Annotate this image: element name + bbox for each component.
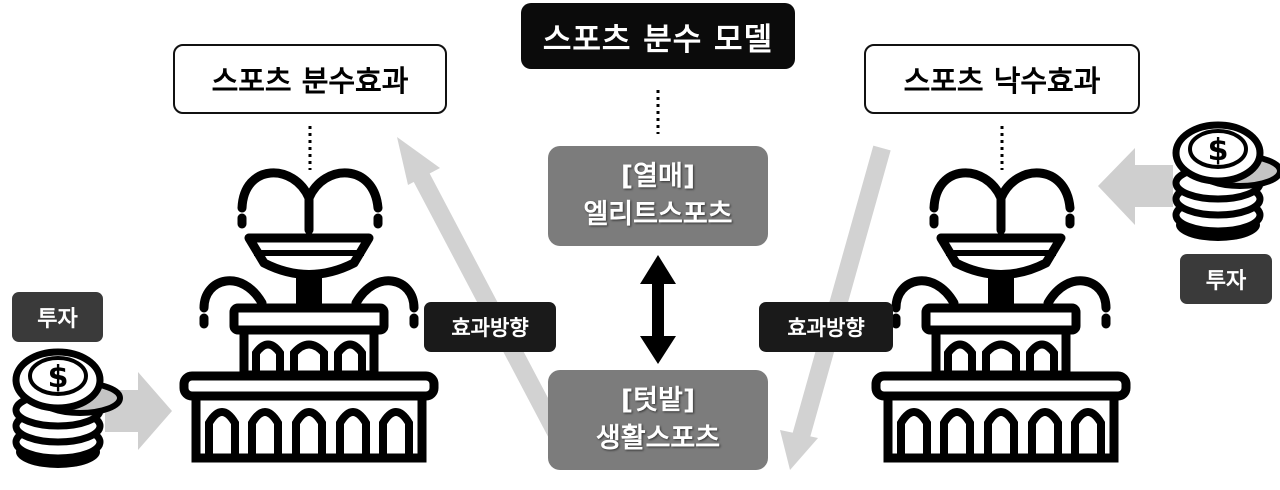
grassroots-sports-line2: 생활스포츠 xyxy=(595,423,721,454)
left-invest-arrow xyxy=(105,372,172,450)
grassroots-sports-box: [텃밭] 생활스포츠 xyxy=(548,370,768,470)
left-direction-tag: 효과방향 xyxy=(424,302,556,352)
elite-sports-line1: [열매] xyxy=(620,161,696,192)
right-effect-direction-arrow xyxy=(780,145,891,470)
diagram-title: 스포츠 분수 모델 xyxy=(521,3,795,69)
right-direction-tag: 효과방향 xyxy=(759,302,893,352)
right-invest-tag: 투자 xyxy=(1180,254,1272,304)
elite-sports-line2: 엘리트스포츠 xyxy=(583,199,733,230)
right-coin-dollar-sign: $ xyxy=(1208,133,1229,168)
left-fountain-icon xyxy=(184,173,434,458)
left-effect-box: 스포츠 분수효과 xyxy=(173,44,447,114)
grassroots-sports-line1: [텃밭] xyxy=(620,385,696,416)
right-fountain-icon xyxy=(876,173,1126,458)
right-invest-arrow xyxy=(1098,148,1173,225)
elite-sports-box: [열매] 엘리트스포츠 xyxy=(548,146,768,246)
left-coin-dollar-sign: $ xyxy=(48,360,69,395)
right-effect-box: 스포츠 낙수효과 xyxy=(864,44,1140,114)
left-invest-tag: 투자 xyxy=(12,292,103,342)
double-arrow-icon xyxy=(640,255,676,364)
